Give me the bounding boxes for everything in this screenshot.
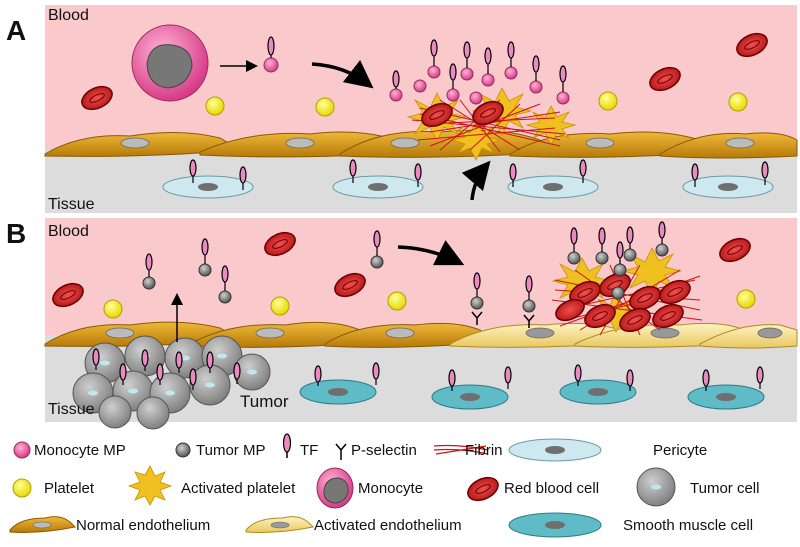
legend <box>9 433 676 538</box>
legend-red-blood-cell-label: Red blood cell <box>504 480 600 497</box>
panel-b-letter: B <box>6 218 27 249</box>
fibrin-icon <box>433 444 489 455</box>
blood-region <box>45 218 797 338</box>
legend-pericyte-label: Pericyte <box>653 442 708 459</box>
legend-platelet-label: Platelet <box>44 480 95 497</box>
tissue-factor <box>189 159 769 190</box>
legend-activated-endothelium-label: Activated endothelium <box>314 517 462 534</box>
pericyte-icon <box>508 438 602 462</box>
up-arrow <box>461 160 491 201</box>
normal-endothelium-icon <box>9 516 77 533</box>
legend-tf-label: TF <box>300 442 319 459</box>
curved-arrow <box>397 240 465 266</box>
p-selectin-icon <box>335 443 347 460</box>
red-blood-cell <box>421 102 453 128</box>
monocyte-mp-icon <box>13 441 31 459</box>
tumor-label: Tumor <box>240 392 289 411</box>
bound-tumor-mp <box>470 272 536 328</box>
smooth-muscle-cell <box>559 379 637 405</box>
legend-normal-endothelium-label: Normal endothelium <box>76 517 211 534</box>
panel-a <box>44 5 798 213</box>
tumor-cell <box>98 395 132 429</box>
pericyte <box>332 175 424 199</box>
red-blood-cell <box>736 32 768 58</box>
panel-b-tissue-label: Tissue <box>48 401 95 418</box>
tissue-factor-icon <box>282 433 292 458</box>
pericyte <box>682 175 774 199</box>
endothelium-layer <box>44 321 798 349</box>
endothelium-layer <box>44 129 798 159</box>
legend-p-selectin-label: P-selectin <box>351 442 417 459</box>
panel-a-blood-label: Blood <box>48 7 89 24</box>
red-blood-cell <box>649 66 681 92</box>
monocyte-mp <box>263 36 279 73</box>
pericyte <box>162 175 254 199</box>
legend-fibrin-label: Fibrin <box>465 442 503 459</box>
red-blood-cell <box>81 85 113 111</box>
platelet <box>736 289 756 309</box>
panel-b-blood-label: Blood <box>48 223 89 240</box>
red-blood-cell-icon <box>467 476 499 502</box>
red-blood-cell <box>472 100 504 126</box>
monocyte <box>131 24 209 102</box>
platelet-icon <box>12 478 32 498</box>
panel-a-tissue-label: Tissue <box>48 196 95 213</box>
activated-platelet-icon <box>127 465 173 506</box>
smooth-muscle-cell <box>431 384 509 410</box>
activated-endothelium-icon <box>245 516 315 533</box>
tumor-cell <box>233 353 271 391</box>
red-blood-cell <box>52 282 84 308</box>
panel-b <box>44 218 798 430</box>
smooth-muscle-cell <box>687 384 765 410</box>
platelet <box>315 97 335 117</box>
tumor-mp-group <box>142 230 384 304</box>
legend-activated-platelet-label: Activated platelet <box>181 480 296 497</box>
platelet <box>270 296 290 316</box>
legend-tumor-mp-label: Tumor MP <box>196 442 266 459</box>
platelet <box>728 92 748 112</box>
smooth-muscle-cell-icon <box>508 512 602 538</box>
legend-monocyte-label: Monocyte <box>358 480 424 497</box>
tissue-factor <box>92 348 241 390</box>
platelet <box>205 96 225 116</box>
platelet <box>103 299 123 319</box>
tumor-mp-icon <box>175 442 191 458</box>
legend-smooth-muscle-cell-label: Smooth muscle cell <box>623 517 754 534</box>
monocyte-icon <box>316 467 354 509</box>
red-blood-cell-cluster <box>555 272 691 333</box>
tumor-cell <box>136 396 170 430</box>
tissue-region <box>45 150 797 213</box>
pericyte <box>507 175 599 199</box>
platelet <box>387 291 407 311</box>
smooth-muscle-cell <box>299 379 377 405</box>
legend-monocyte-mp-label: Monocyte MP <box>34 442 126 459</box>
red-blood-cell <box>334 272 366 298</box>
legend-tumor-cell-label: Tumor cell <box>690 480 760 497</box>
red-blood-cell <box>264 231 296 257</box>
panel-a-letter: A <box>6 15 27 46</box>
curved-arrow <box>311 60 374 89</box>
platelet <box>598 91 618 111</box>
tumor-cell-icon <box>636 467 676 507</box>
monocyte-mp-cluster <box>389 39 570 105</box>
red-blood-cell <box>719 237 751 263</box>
bound-tumor-mp-cluster <box>567 221 669 300</box>
tissue-factor <box>314 362 764 391</box>
